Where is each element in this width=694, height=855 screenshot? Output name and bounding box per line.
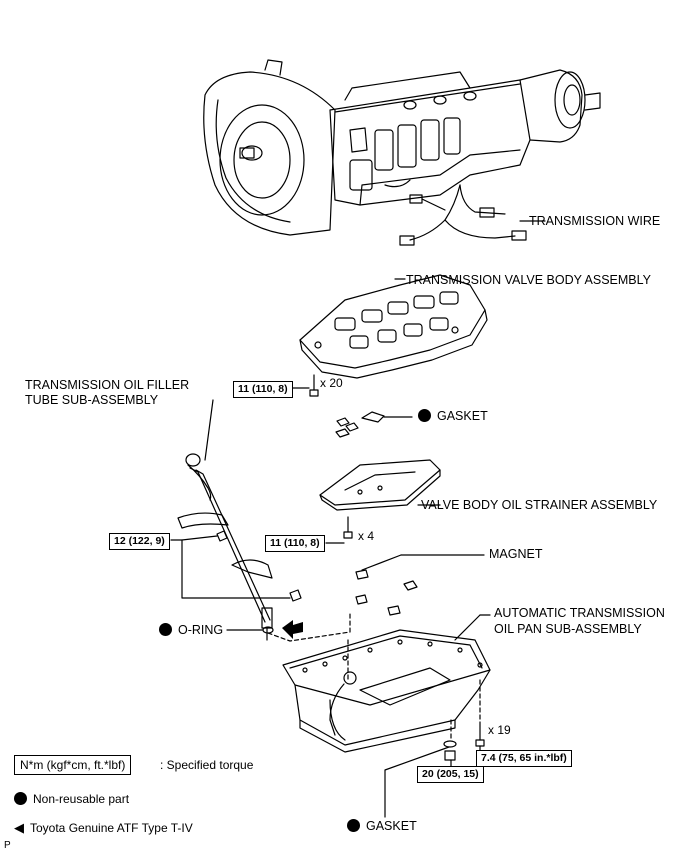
qty-strainer-bolts: x 4 [358,529,375,543]
non-reusable-dot-icon [159,623,172,636]
label-valve-body-assembly: TRANSMISSION VALVE BODY ASSEMBLY [406,273,651,287]
atf-arrow-marker [282,620,303,639]
strainer-bolt [343,516,353,539]
torque-filler-tube-bolt: 12 (122, 9) [109,533,170,550]
torque-oil-pan-bolts: 7.4 (75, 65 in.*lbf) [476,750,572,767]
legend-atf-text: Toyota Genuine ATF Type T-IV [30,821,193,835]
qty-valve-body-bolts: x 20 [320,376,343,390]
gasket-top-part [361,411,385,423]
page-mark: P [4,840,11,851]
oil-strainer-illustration [319,459,441,511]
legend-non-reusable-text: Non-reusable part [33,792,130,806]
label-gasket-top-text: GASKET [437,409,488,423]
legend-atf: ◀ Toyota Genuine ATF Type T-IV [14,820,193,836]
label-filler-tube-line1: TRANSMISSION OIL FILLER [25,378,190,392]
label-oil-pan-line2: OIL PAN SUB-ASSEMBLY [494,622,642,636]
qty-oil-pan-bolts: x 19 [488,723,511,737]
torque-valve-body-bolts: 11 (110, 8) [233,381,293,398]
oil-pan-bolt [475,721,485,747]
label-gasket-bottom: GASKET [347,819,417,834]
torque-strainer-bolts: 11 (110, 8) [265,535,325,552]
non-reusable-dot-icon [347,819,360,832]
atf-arrow-icon: ◀ [14,820,24,835]
label-gasket-top: GASKET [418,409,488,424]
label-magnet: MAGNET [489,547,543,561]
magnets [355,569,418,616]
label-filler-tube-line2: TUBE SUB-ASSEMBLY [25,393,159,407]
drain-gasket-part [443,740,457,748]
label-transmission-wire: TRANSMISSION WIRE [529,214,661,228]
torque-drain-plug: 20 (205, 15) [417,766,484,783]
transmission-illustration [203,59,601,246]
legend-non-reusable: Non-reusable part [14,791,129,807]
non-reusable-dot-icon [418,409,431,422]
valve-body-bolt [309,374,319,397]
oil-pan-illustration [282,629,491,753]
valve-body-illustration [299,274,488,379]
legend-torque-box: N*m (kgf*cm, ft.*lbf) [14,755,132,775]
label-gasket-bottom-text: GASKET [366,819,417,833]
filler-tube-illustration [177,453,273,641]
non-reusable-dot-icon [14,792,27,805]
label-o-ring: O-RING [159,623,223,638]
label-oil-pan-line1: AUTOMATIC TRANSMISSION [494,606,665,620]
label-o-ring-text: O-RING [178,623,224,637]
label-oil-strainer: VALVE BODY OIL STRAINER ASSEMBLY [421,498,658,512]
legend-torque-text: : Specified torque [160,758,254,772]
drain-plug [444,750,456,761]
